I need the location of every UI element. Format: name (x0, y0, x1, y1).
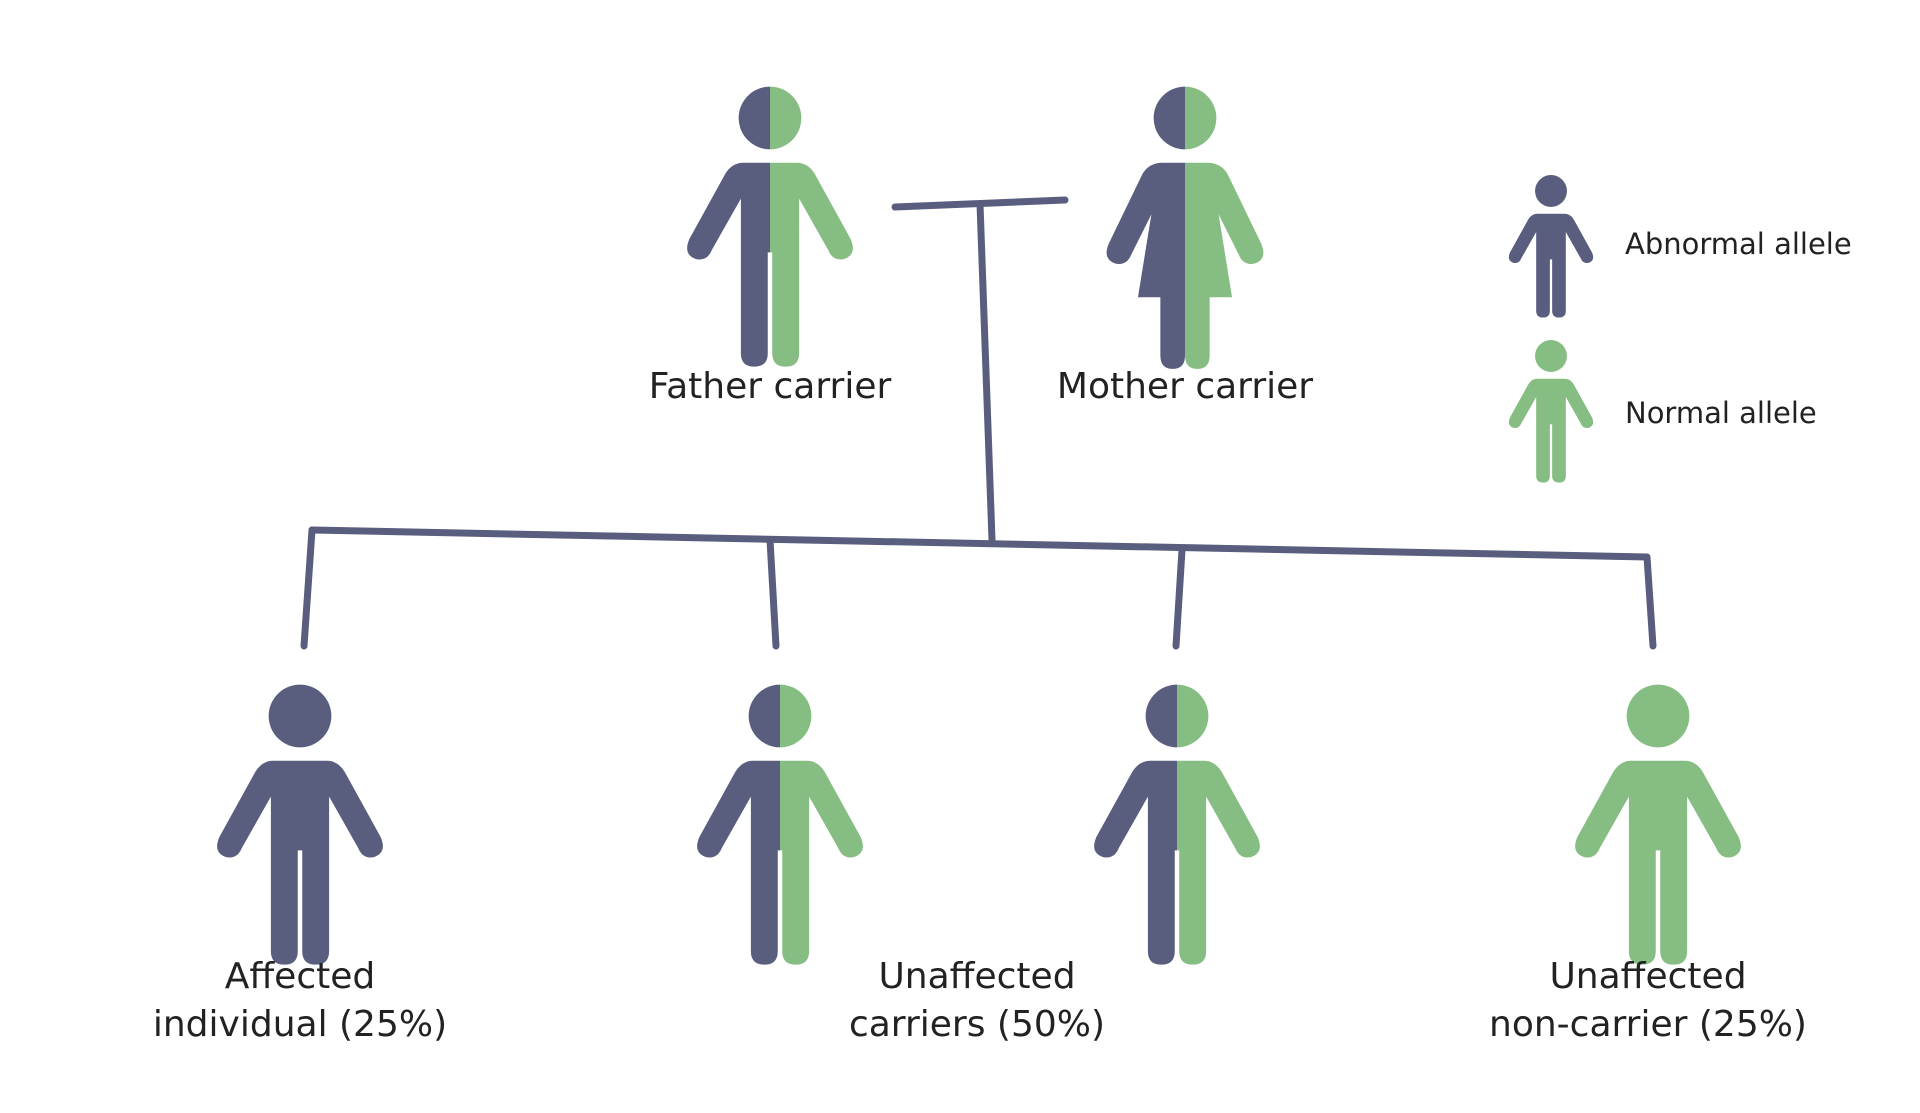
affected-label-line2: individual (25%) (153, 1004, 447, 1045)
child-drop-line-2 (766, 536, 780, 650)
legend-normal-label: Normal allele (1625, 396, 1817, 430)
carriers-label-line2: carriers (50%) (849, 1004, 1105, 1045)
person-abnormal-icon (1508, 175, 1594, 318)
carrier-child-icon-1 (697, 684, 863, 965)
noncarrier-child-icon (1575, 684, 1741, 965)
child-drop-line-1 (300, 526, 316, 650)
mother-label: Mother carrier (1057, 366, 1313, 407)
father-label: Father carrier (649, 366, 892, 407)
carrier-child-icon-2 (1094, 684, 1260, 965)
mother-carrier-icon (1106, 86, 1264, 369)
legend-abnormal-label: Abnormal allele (1625, 227, 1852, 261)
child-drop-line-4 (1643, 553, 1657, 650)
noncarrier-label-line2: non-carrier (25%) (1489, 1004, 1807, 1045)
affected-child-icon (217, 684, 383, 965)
descent-line (976, 200, 996, 544)
noncarrier-label-line1: Unaffected (1549, 956, 1746, 997)
sibship-line (308, 526, 1651, 561)
child-drop-line-3 (1172, 546, 1186, 650)
carriers-label-line1: Unaffected (878, 956, 1075, 997)
affected-label-line1: Affected (225, 956, 376, 997)
pedigree-lines (300, 196, 1657, 650)
person-normal-icon (1508, 340, 1594, 483)
legend: Abnormal allele Normal allele (1508, 175, 1852, 483)
father-carrier-icon (687, 86, 853, 367)
